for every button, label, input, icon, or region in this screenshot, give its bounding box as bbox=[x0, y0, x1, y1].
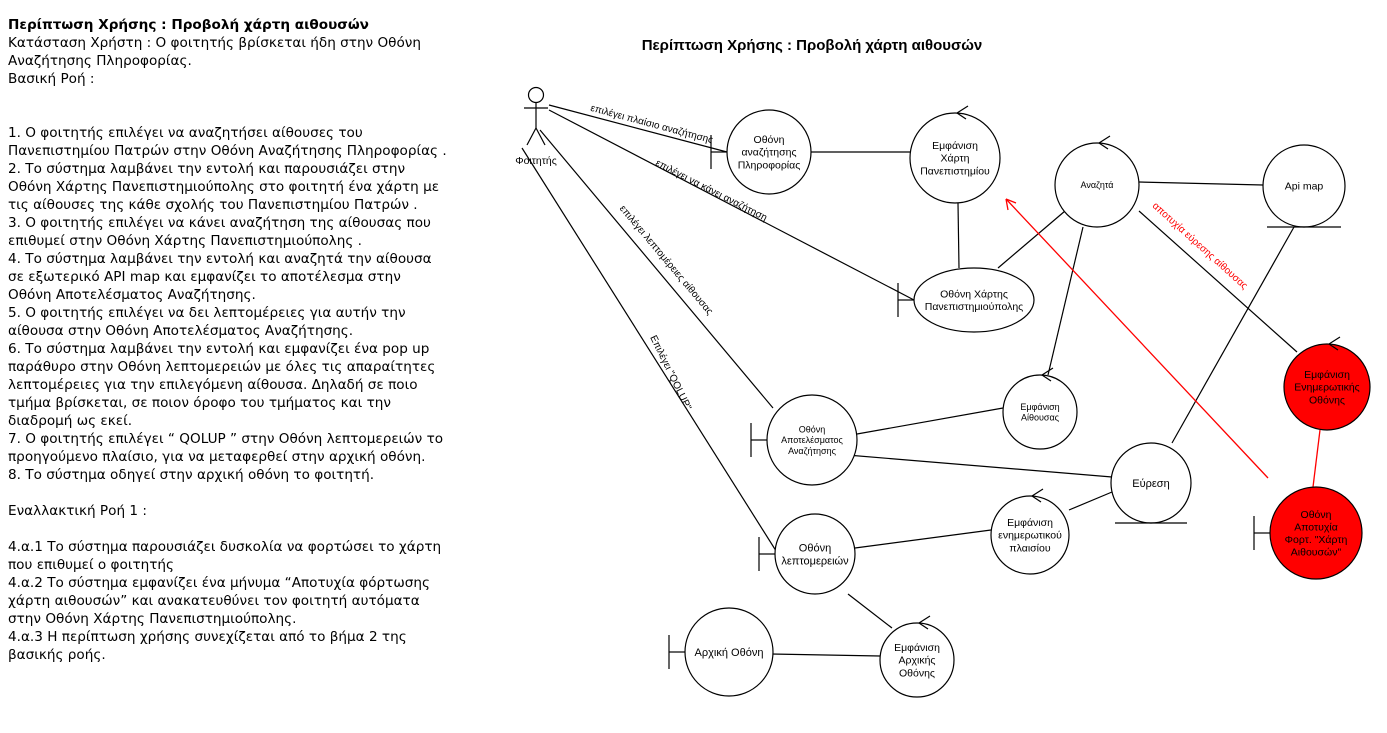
actor-label: Φοιτητής bbox=[515, 155, 557, 167]
edge-label: επιλέγει λεπτομέρειες αίθουσας bbox=[617, 203, 716, 318]
step-7: 7. Ο φοιτητής επιλέγει “ QOLUP ” στην Οθ… bbox=[8, 431, 444, 465]
node-label: Εμφάνιση bbox=[894, 642, 940, 654]
association-line bbox=[1047, 226, 1084, 376]
node-label: Πληροφορίας bbox=[738, 159, 801, 171]
node-label: Οθόνη bbox=[754, 134, 785, 146]
step-5: 5. Ο φοιτητής επιλέγει να δει λεπτομέρει… bbox=[8, 305, 406, 339]
association-line bbox=[539, 129, 774, 409]
alt-step-1: 4.α.1 Το σύστημα παρουσιάζει δυσκολία να… bbox=[8, 539, 442, 573]
node-label: Οθόνης bbox=[899, 667, 935, 679]
node-label: Αρχικής bbox=[899, 655, 936, 667]
association-line bbox=[847, 593, 893, 629]
node-label: Αναζήτησης bbox=[788, 446, 836, 456]
node-label: ενημερωτικού bbox=[998, 530, 1062, 542]
association-line bbox=[770, 653, 881, 657]
node-label: Εμφάνιση bbox=[1007, 517, 1053, 529]
alt-flow-line bbox=[1312, 429, 1321, 488]
association-line bbox=[854, 529, 992, 549]
actor-icon bbox=[524, 86, 548, 146]
node-label: Εύρεση bbox=[1132, 478, 1169, 490]
association-line bbox=[1138, 181, 1264, 186]
step-1: 1. Ο φοιτητής επιλέγει να αναζητήσει αίθ… bbox=[8, 125, 447, 159]
node-label: Οθόνη bbox=[799, 542, 831, 554]
alt-step-2: 4.α.2 Το σύστημα εμφανίζει ένα μήνυμα “Α… bbox=[8, 575, 430, 627]
step-6: 6. Το σύστημα λαμβάνει την εντολή και εμ… bbox=[8, 341, 436, 429]
api-map-node: Api map bbox=[1262, 144, 1346, 228]
association-line bbox=[1138, 210, 1298, 353]
arrowhead bbox=[1005, 198, 1017, 211]
nodes: ΦοιτητήςΟθόνηαναζήτησηςΠληροφορίαςΕμφάνι… bbox=[515, 86, 1371, 698]
node-label: Οθόνη bbox=[1301, 509, 1332, 521]
edge-label: επιλέγει πλαίσιο αναζήτησης bbox=[589, 102, 714, 146]
association-line bbox=[548, 109, 915, 301]
alt-step-3: 4.α.3 Η περίπτωση χρήσης συνεχίζεται από… bbox=[8, 629, 407, 663]
basic-flow-heading: Βασική Ροή : bbox=[8, 71, 95, 87]
association-line bbox=[1068, 491, 1113, 511]
alt-flow-heading: Εναλλακτική Ροή 1 : bbox=[8, 503, 147, 519]
node-label: Αρχική Οθόνη bbox=[695, 647, 764, 659]
node-label: Οθόνης bbox=[1309, 394, 1345, 406]
use-case-title: Περίπτωση Χρήσης : Προβολή χάρτη αιθουσώ… bbox=[8, 17, 369, 33]
step-2: 2. Το σύστημα λαμβάνει την εντολή και πα… bbox=[8, 161, 440, 213]
node-label: Αποτελέσματος bbox=[781, 435, 843, 445]
node-label: Εμφάνιση bbox=[1304, 369, 1350, 381]
node-label: Αναζητά bbox=[1081, 180, 1114, 190]
node-label: Οθόνη Χάρτης bbox=[940, 288, 1008, 300]
node-label: Εμφάνιση bbox=[1020, 402, 1059, 412]
association-line bbox=[521, 147, 779, 555]
diagram-title: Περίπτωση Χρήσης : Προβολή χάρτη αιθουσώ… bbox=[642, 37, 983, 54]
association-line bbox=[856, 407, 1004, 435]
association-line bbox=[548, 104, 728, 153]
association-line bbox=[846, 454, 1113, 478]
node-label: λεπτομερειών bbox=[781, 555, 849, 567]
precondition: Κατάσταση Χρήστη : Ο φοιτητής βρίσκεται … bbox=[8, 35, 422, 69]
node-label: πλαισίου bbox=[1009, 542, 1050, 554]
association-line bbox=[957, 202, 960, 269]
node-label: Οθόνη bbox=[799, 424, 826, 434]
step-4: 4. Το σύστημα λαμβάνει την εντολή και αν… bbox=[8, 251, 432, 303]
edge-label: αποτυχία εύρεσης αίθουσας bbox=[1150, 200, 1250, 292]
node-label: Αποτυχία bbox=[1294, 521, 1338, 533]
node-label: αναζήτησης bbox=[741, 147, 796, 159]
node-label: Αιθουσών" bbox=[1291, 547, 1342, 559]
association-line bbox=[1171, 226, 1295, 444]
node-label: Χάρτη bbox=[941, 153, 970, 165]
step-8: 8. Το σύστημα οδηγεί στην αρχική οθόνη τ… bbox=[8, 467, 375, 483]
use-case-text: Περίπτωση Χρήσης : Προβολή χάρτη αιθουσώ… bbox=[8, 16, 448, 664]
edge-label: Επιλέγει "QOLUP" bbox=[647, 333, 694, 412]
node-label: Ενημερωτικής bbox=[1294, 382, 1359, 394]
alt-flow-line bbox=[1005, 198, 1269, 479]
node-label: Φορτ. "Χάρτη bbox=[1285, 534, 1348, 546]
node-label: Πανεπιστημίου bbox=[920, 165, 990, 177]
search-ctrl-node: Αναζητά bbox=[1054, 135, 1140, 228]
node-label: Api map bbox=[1285, 181, 1324, 193]
node-label: Αίθουσας bbox=[1021, 413, 1060, 423]
node-label: Πανεπιστημιούπολης bbox=[925, 301, 1023, 313]
node-label: Εμφάνιση bbox=[932, 140, 978, 152]
home-node: Αρχική Οθόνη bbox=[668, 607, 774, 697]
step-3: 3. Ο φοιτητής επιλέγει να κάνει αναζήτησ… bbox=[8, 215, 431, 249]
association-line bbox=[997, 210, 1066, 269]
find-node: Εύρεση bbox=[1110, 442, 1192, 524]
